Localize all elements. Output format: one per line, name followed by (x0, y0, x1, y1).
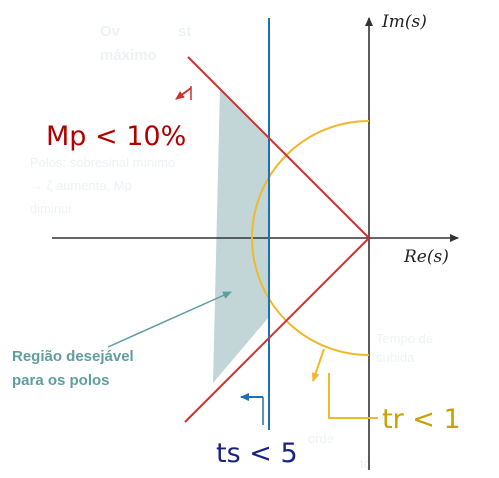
settling-constraint-label: ts < 5 (216, 438, 298, 469)
region-label-line2: para os polos (12, 372, 110, 389)
region-label-line1: Região desejável (12, 348, 134, 365)
faded-text-top-b: st (178, 23, 191, 40)
rise-time-arrow (311, 348, 325, 382)
faded-text-bottom-a: orde (308, 431, 334, 446)
faded-text-top-c: máximo (100, 47, 157, 64)
faded-text-right-2: subida (376, 350, 415, 365)
rise-time-circle (251, 120, 370, 356)
overshoot-constraint-label: Mp < 10% (46, 121, 186, 152)
damping-line-upper (187, 56, 370, 239)
overshoot-arrow (175, 87, 192, 100)
imaginary-axis-label: Im(s) (381, 12, 427, 32)
region-pointer-line (107, 291, 232, 348)
faded-text-right-1: Tempo de (376, 331, 433, 346)
rise-time-bracket (328, 373, 378, 419)
faded-text-mid-1: Polos: sobresinal mínimo (30, 155, 175, 170)
damping-line-lower (184, 237, 370, 423)
real-axis-label: Re(s) (403, 247, 449, 267)
faded-text-top-a: Ov (100, 23, 121, 40)
faded-text-mid-2: → ζ aumenta, Mp (30, 178, 132, 193)
desired-region-shading (213, 88, 269, 383)
faded-text-mid-3: diminui (30, 201, 71, 216)
faded-text-bottom-b: to (360, 456, 371, 471)
rise-constraint-label: tr < 1 (382, 404, 461, 435)
